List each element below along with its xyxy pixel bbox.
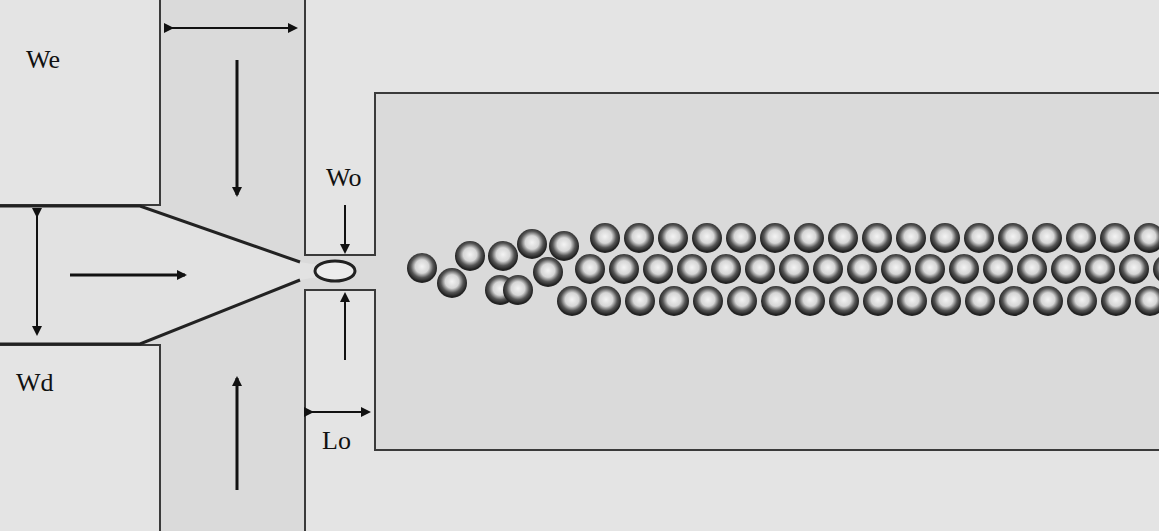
- dimension-arrows: [37, 28, 369, 412]
- droplet: [659, 286, 689, 316]
- droplet: [677, 254, 707, 284]
- droplet: [761, 286, 791, 316]
- droplet: [1101, 286, 1131, 316]
- dimension-label: Wo: [326, 165, 361, 191]
- droplet: [557, 286, 587, 316]
- droplet: [1032, 223, 1062, 253]
- droplet: [503, 275, 533, 305]
- droplet: [813, 254, 843, 284]
- droplet: [795, 286, 825, 316]
- droplet: [455, 241, 485, 271]
- droplet: [624, 223, 654, 253]
- droplet: [726, 223, 756, 253]
- droplet: [931, 286, 961, 316]
- droplet: [829, 286, 859, 316]
- droplet: [1066, 223, 1096, 253]
- droplet: [863, 286, 893, 316]
- droplet: [517, 229, 547, 259]
- droplet: [1134, 223, 1159, 253]
- droplet: [533, 257, 563, 287]
- droplet: [1017, 254, 1047, 284]
- droplet: [1085, 254, 1115, 284]
- interface-line: [0, 280, 300, 344]
- droplet: [590, 223, 620, 253]
- droplet: [609, 254, 639, 284]
- width-arrow: [344, 205, 346, 252]
- droplet: [760, 223, 790, 253]
- dispersed-phase: [0, 205, 330, 345]
- droplet: [693, 286, 723, 316]
- droplet: [1119, 254, 1149, 284]
- dimension-label: We: [26, 47, 60, 73]
- droplet: [1051, 254, 1081, 284]
- forming-droplet: [315, 261, 355, 281]
- droplet: [549, 231, 579, 261]
- droplet: [779, 254, 809, 284]
- droplet: [1100, 223, 1130, 253]
- droplet: [915, 254, 945, 284]
- width-arrow: [172, 27, 296, 29]
- droplet: [930, 223, 960, 253]
- dimension-label: Lo: [322, 428, 351, 454]
- droplet: [999, 286, 1029, 316]
- droplet: [711, 254, 741, 284]
- droplet: [407, 253, 437, 283]
- droplet: [794, 223, 824, 253]
- interface-line: [0, 206, 300, 262]
- droplet: [658, 223, 688, 253]
- droplet: [862, 223, 892, 253]
- droplet: [965, 286, 995, 316]
- droplet: [881, 254, 911, 284]
- flow-arrows: [70, 60, 237, 490]
- droplet: [591, 286, 621, 316]
- droplet: [745, 254, 775, 284]
- droplet: [964, 223, 994, 253]
- flow-arrow: [236, 378, 239, 490]
- droplet: [847, 254, 877, 284]
- width-arrow: [36, 216, 38, 334]
- dimension-label: Wd: [16, 370, 54, 396]
- droplet: [949, 254, 979, 284]
- droplet: [727, 286, 757, 316]
- droplet: [625, 286, 655, 316]
- droplet: [897, 286, 927, 316]
- droplet: [998, 223, 1028, 253]
- droplet: [488, 241, 518, 271]
- droplet: [1067, 286, 1097, 316]
- droplet: [983, 254, 1013, 284]
- droplet: [575, 254, 605, 284]
- droplet: [692, 223, 722, 253]
- droplet: [437, 268, 467, 298]
- flow-arrow: [236, 60, 239, 195]
- droplet: [828, 223, 858, 253]
- droplet: [1153, 254, 1159, 284]
- droplet: [1033, 286, 1063, 316]
- flow-arrow: [70, 274, 185, 277]
- width-arrow: [344, 294, 346, 360]
- droplet: [896, 223, 926, 253]
- length-arrow: [312, 411, 369, 413]
- droplet-train: [407, 223, 1159, 316]
- droplet: [1135, 286, 1159, 316]
- droplet: [643, 254, 673, 284]
